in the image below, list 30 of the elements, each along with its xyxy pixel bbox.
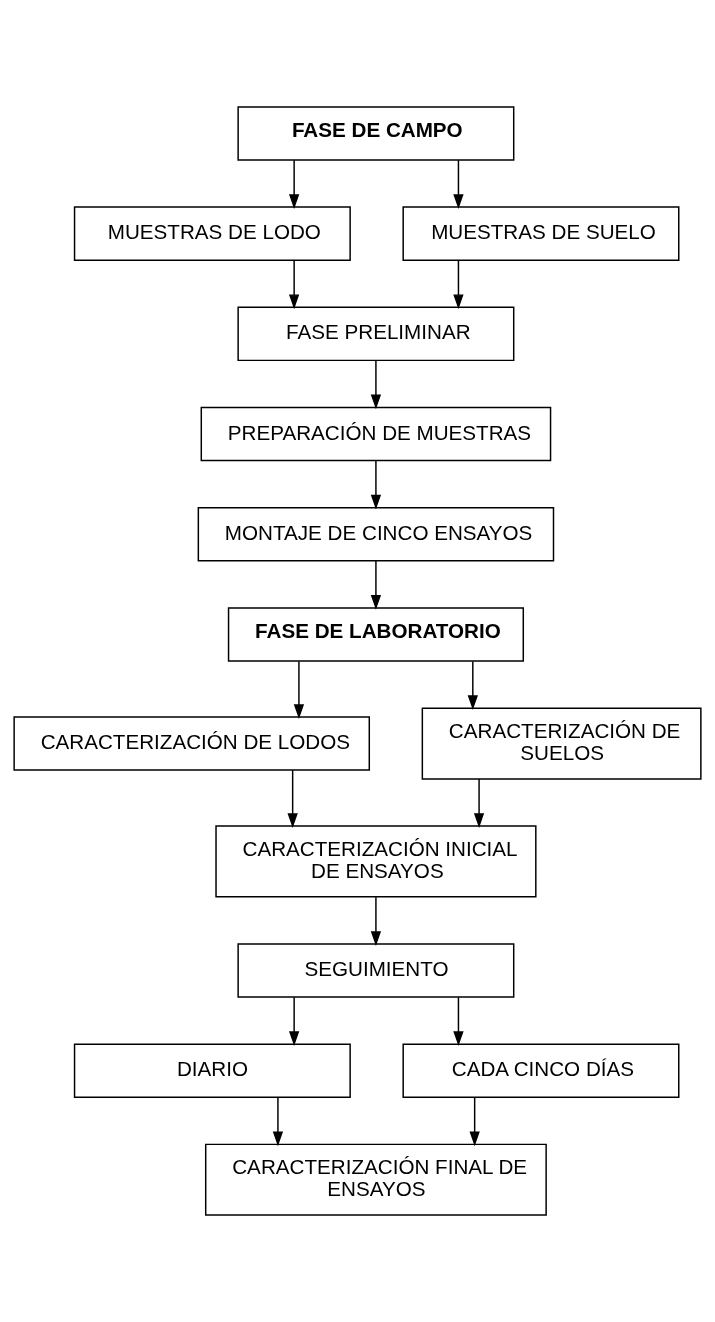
node-box: CARACTERIZACIÓN INICIAL DE ENSAYOS — [215, 825, 537, 898]
node-box: MUESTRAS DE LODO — [73, 206, 351, 261]
node-box: SEGUIMIENTO — [237, 943, 515, 998]
node-box: CADA CINCO DÍAS — [402, 1043, 680, 1098]
node-box: MUESTRAS DE SUELO — [402, 206, 680, 261]
arrow — [469, 1096, 480, 1147]
arrow — [370, 460, 382, 510]
arrow — [287, 769, 298, 829]
node-box: FASE DE CAMPO — [237, 106, 515, 161]
arrow — [453, 996, 464, 1046]
node-box: CARACTERIZACIÓN FINAL DE ENSAYOS — [204, 1143, 547, 1216]
arrow — [288, 996, 300, 1046]
arrow — [370, 560, 382, 610]
arrow — [473, 778, 485, 828]
arrow — [453, 159, 464, 209]
node-box: CARACTERIZACIÓN DE SUELOS — [421, 707, 702, 780]
node-box: FASE PRELIMINAR — [237, 306, 515, 362]
arrow — [453, 259, 464, 310]
node-box: DIARIO — [73, 1043, 351, 1098]
node-box: FASE DE LABORATORIO — [227, 607, 525, 662]
arrow — [370, 359, 382, 410]
arrow — [370, 896, 382, 946]
arrow — [288, 159, 300, 209]
node-box: MONTAJE DE CINCO ENSAYOS — [197, 507, 555, 562]
arrow — [288, 259, 300, 310]
node-box: CARACTERIZACIÓN DE LODOS — [13, 716, 371, 771]
arrow — [272, 1096, 284, 1147]
arrow — [293, 660, 305, 720]
node-box: PREPARACIÓN DE MUESTRAS — [200, 406, 552, 462]
arrow — [467, 660, 478, 711]
